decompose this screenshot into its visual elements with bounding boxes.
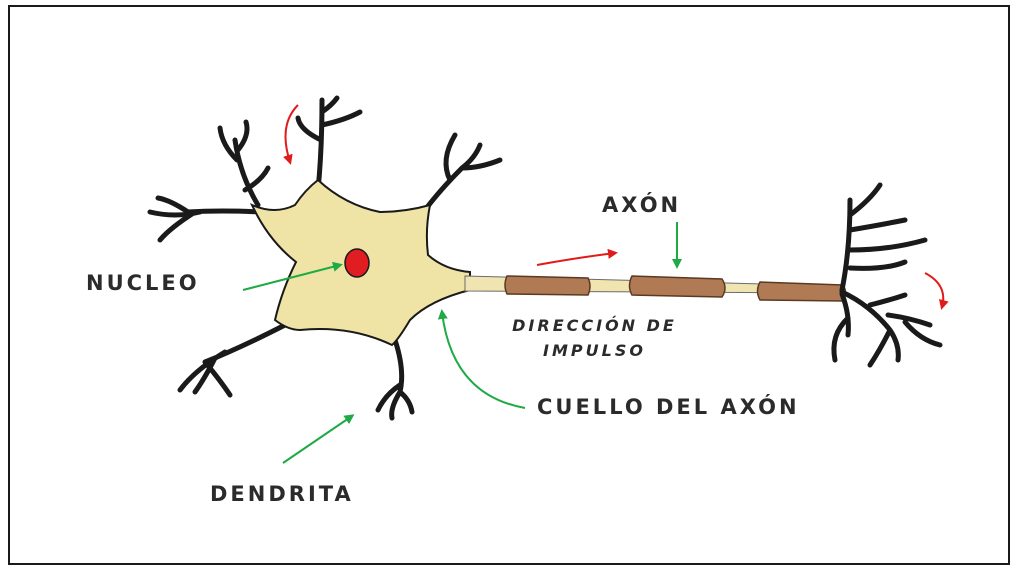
label-axon: AXÓN [602,193,681,217]
nucleus [345,249,369,277]
label-dendrita: DENDRITA [210,482,354,506]
arrow-dendrita [283,416,352,463]
impulse-arrow-top [286,105,299,162]
label-direccion-line2: IMPULSO [467,341,722,360]
label-cuello: CUELLO DEL AXÓN [537,395,800,419]
label-direccion-line1: DIRECCIÓN DE [467,316,722,335]
myelin-sheath [505,276,846,301]
label-nucleo: NUCLEO [86,271,200,295]
impulse-arrow-axon [537,253,615,265]
axon-terminals [834,185,940,365]
impulse-arrow-terminal [925,273,943,307]
